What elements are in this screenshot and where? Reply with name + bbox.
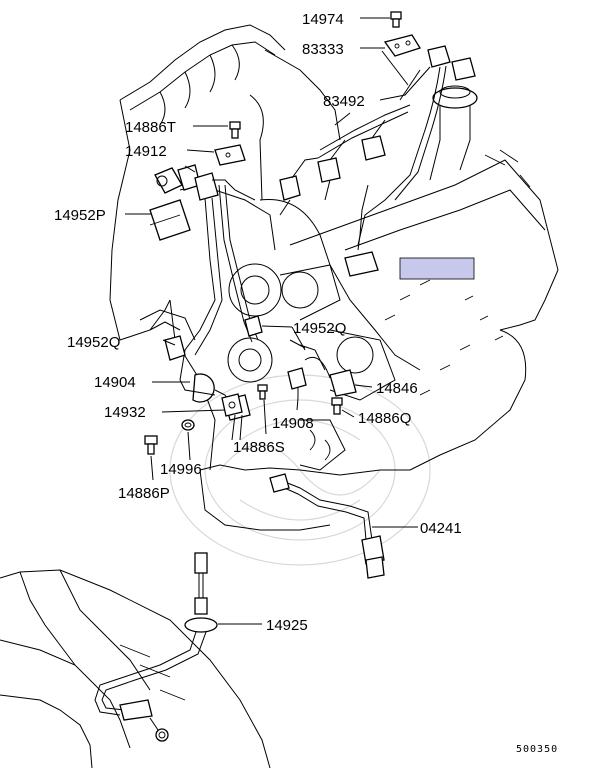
label-14908: 14908 xyxy=(272,415,314,432)
label-83333: 83333 xyxy=(302,41,344,58)
label-14952Q-lower: 14952Q xyxy=(67,334,120,351)
label-14904: 14904 xyxy=(94,374,136,391)
label-14886P: 14886P xyxy=(118,485,170,502)
hose-14952Q xyxy=(139,309,263,361)
label-14886S: 14886S xyxy=(233,439,285,456)
bracket-83333 xyxy=(383,34,421,57)
bracket-14912 xyxy=(214,144,246,166)
oil-filler-neck xyxy=(429,85,478,181)
sensor-14908 xyxy=(287,367,307,398)
label-14952P: 14952P xyxy=(54,207,106,224)
bolt-14886P xyxy=(144,435,158,455)
sensor-14932 xyxy=(221,393,243,417)
ignition-harness-83492 xyxy=(279,104,411,216)
label-83492: 83492 xyxy=(323,93,365,110)
bolt-14974 xyxy=(390,11,402,28)
label-14886Q: 14886Q xyxy=(358,410,411,427)
label-14846: 14846 xyxy=(376,380,418,397)
bolt-14886T xyxy=(229,121,241,139)
label-14886T: 14886T xyxy=(125,119,176,136)
harness-04241 xyxy=(269,473,385,579)
label-14952Q-upper: 14952Q xyxy=(293,320,346,337)
label-14932: 14932 xyxy=(104,404,146,421)
label-14912: 14912 xyxy=(125,143,167,160)
bolt-14886S xyxy=(257,384,268,400)
solenoid-valve-cluster xyxy=(154,164,259,381)
seal-14996 xyxy=(181,419,195,431)
bolt-14886Q xyxy=(331,397,343,415)
part-labels: 14974 83333 83492 14886T 14912 14952P 14… xyxy=(54,11,558,755)
label-14996: 14996 xyxy=(160,461,202,478)
highlighted-part xyxy=(344,184,475,280)
leader-lines xyxy=(125,17,418,625)
label-14974: 14974 xyxy=(302,11,344,28)
bracket-plate-14952P xyxy=(149,199,191,241)
oxygen-sensor-14925 xyxy=(94,552,218,742)
label-04241: 04241 xyxy=(420,520,462,537)
exhaust-manifold xyxy=(0,569,271,768)
diagram-reference-number: 500350 xyxy=(516,744,558,755)
connector-top-right xyxy=(357,45,476,246)
sensor-14846 xyxy=(289,339,357,397)
label-14925: 14925 xyxy=(266,617,308,634)
